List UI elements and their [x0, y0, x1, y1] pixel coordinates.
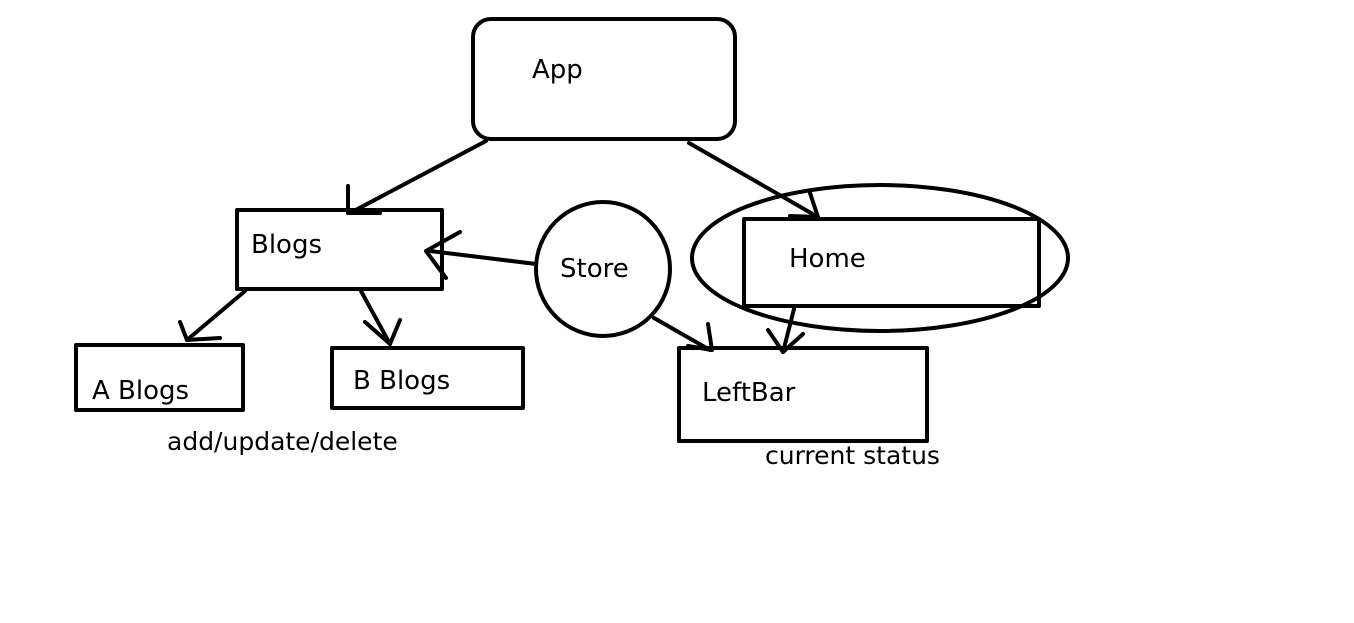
- node-a-blogs-box: [74, 343, 245, 412]
- node-a-blogs: A Blogs: [74, 343, 245, 412]
- arrow-app-to-blogs-shaft: [348, 139, 488, 215]
- arrow-home-to-leftbar-head: [766, 328, 805, 354]
- node-a-blogs-label: A Blogs: [92, 376, 189, 406]
- home-highlight-ellipse: [690, 183, 1070, 333]
- node-app: App: [471, 17, 737, 141]
- arrow-store-to-blogs-shaft: [428, 249, 538, 266]
- node-b-blogs-label: B Blogs: [353, 366, 450, 396]
- arrow-home-to-leftbar: [766, 307, 805, 354]
- node-app-label: App: [532, 55, 583, 85]
- arrow-store-to-leftbar: [652, 316, 714, 352]
- node-blogs-box: [235, 208, 444, 291]
- arrow-blogs-to-a-blogs-shaft: [185, 289, 247, 342]
- node-home: Home: [690, 183, 1070, 333]
- node-leftbar: LeftBar: [677, 346, 929, 443]
- node-blogs-label: Blogs: [251, 230, 322, 260]
- arrow-app-to-blogs-head: [346, 184, 382, 215]
- node-b-blogs: B Blogs: [330, 346, 525, 410]
- node-store: Store: [534, 200, 672, 338]
- node-home-label: Home: [789, 244, 866, 274]
- arrow-app-to-home-shaft: [687, 141, 820, 219]
- arrow-app-to-blogs: [346, 139, 488, 215]
- annotation-leftbar-status: current status: [765, 441, 940, 470]
- arrow-blogs-to-a-blogs-head: [178, 320, 222, 342]
- node-store-label: Store: [560, 254, 629, 284]
- node-store-circle: [534, 200, 672, 338]
- node-b-blogs-box: [330, 346, 525, 410]
- arrow-store-to-leftbar-head: [686, 322, 714, 352]
- arrow-store-to-blogs-head: [424, 230, 462, 280]
- arrow-blogs-to-a-blogs: [178, 289, 247, 342]
- arrow-app-to-home-head: [788, 191, 820, 219]
- node-home-box: [742, 217, 1041, 308]
- annotation-blogs-actions: add/update/delete: [167, 427, 398, 456]
- node-app-box: [471, 17, 737, 141]
- arrow-store-to-blogs: [424, 230, 538, 280]
- arrow-home-to-leftbar-shaft: [781, 307, 796, 354]
- arrow-blogs-to-b-blogs: [359, 289, 402, 346]
- arrow-blogs-to-b-blogs-shaft: [359, 289, 392, 346]
- arrow-app-to-home: [687, 141, 820, 219]
- arrow-blogs-to-b-blogs-head: [363, 318, 402, 346]
- node-leftbar-box: [677, 346, 929, 443]
- node-leftbar-label: LeftBar: [702, 378, 796, 408]
- node-blogs: Blogs: [235, 208, 444, 291]
- arrow-store-to-leftbar-shaft: [652, 316, 712, 352]
